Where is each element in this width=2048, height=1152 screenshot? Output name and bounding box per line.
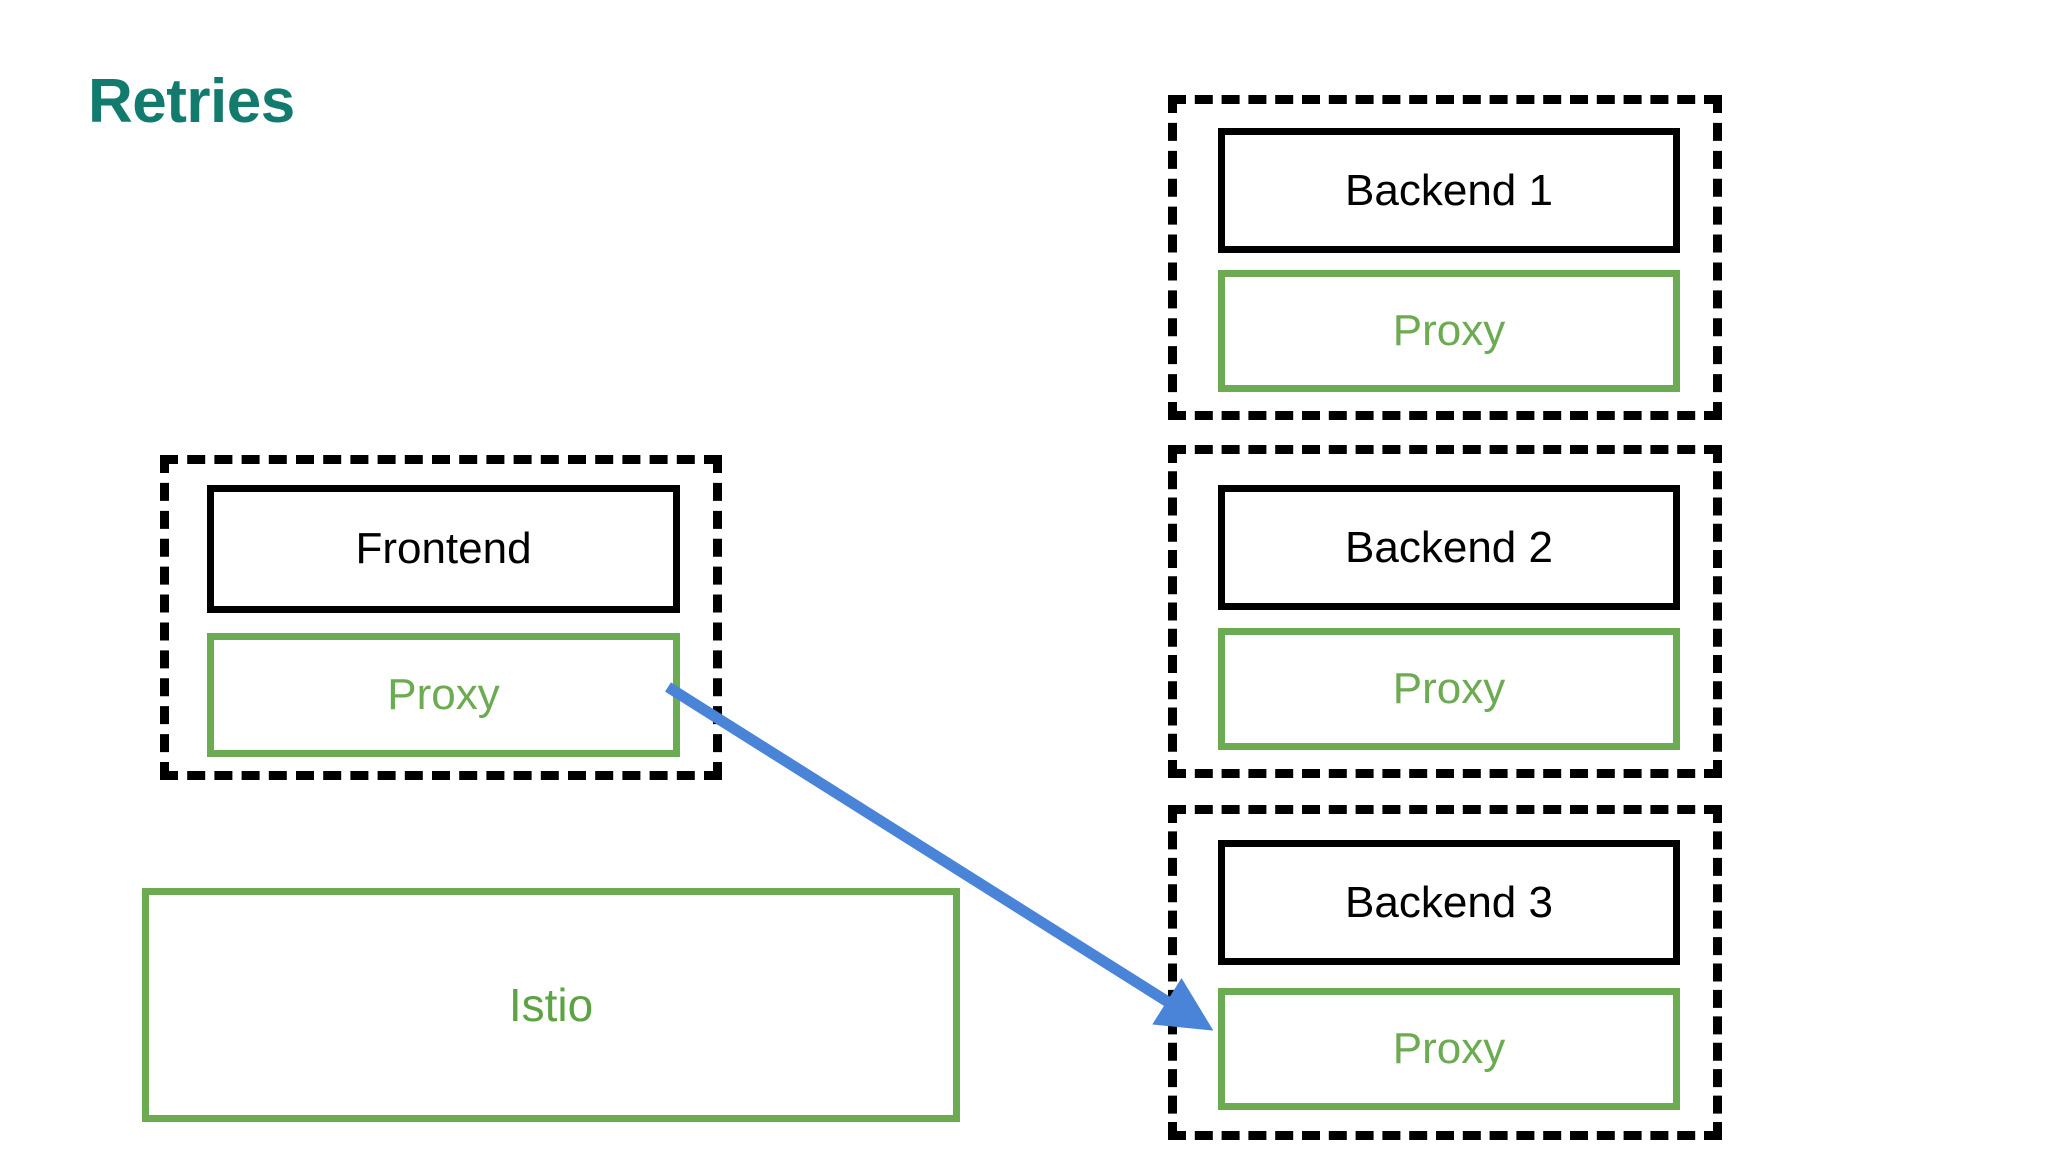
- service-label-frontend: Frontend: [355, 524, 532, 573]
- service-box-backend-3[interactable]: Backend 3: [1218, 840, 1680, 965]
- service-box-backend-2[interactable]: Backend 2: [1218, 485, 1680, 610]
- service-label-backend-2: Backend 2: [1345, 522, 1553, 572]
- mesh-box-istio[interactable]: Istio: [142, 888, 960, 1122]
- proxy-label-backend-2: Proxy: [1392, 664, 1506, 713]
- pod-backend-1[interactable]: [1168, 95, 1722, 420]
- pod-backend-2[interactable]: [1168, 445, 1722, 778]
- service-label-backend-1: Backend 1: [1345, 165, 1553, 215]
- service-label-backend-3: Backend 3: [1345, 877, 1553, 927]
- proxy-box-backend-3[interactable]: Proxy: [1218, 988, 1680, 1110]
- proxy-label-backend-3: Proxy: [1392, 1024, 1506, 1073]
- proxy-box-frontend[interactable]: Proxy: [207, 633, 680, 757]
- service-box-frontend[interactable]: Frontend: [207, 485, 680, 613]
- mesh-label-istio: Istio: [508, 979, 594, 1031]
- proxy-label-backend-1: Proxy: [1392, 306, 1506, 355]
- proxy-label-frontend: Proxy: [387, 670, 500, 719]
- proxy-box-backend-1[interactable]: Proxy: [1218, 270, 1680, 392]
- pod-frontend[interactable]: [160, 455, 722, 780]
- page-title: Retries: [88, 67, 295, 136]
- service-box-backend-1[interactable]: Backend 1: [1218, 128, 1680, 253]
- proxy-box-backend-2[interactable]: Proxy: [1218, 628, 1680, 750]
